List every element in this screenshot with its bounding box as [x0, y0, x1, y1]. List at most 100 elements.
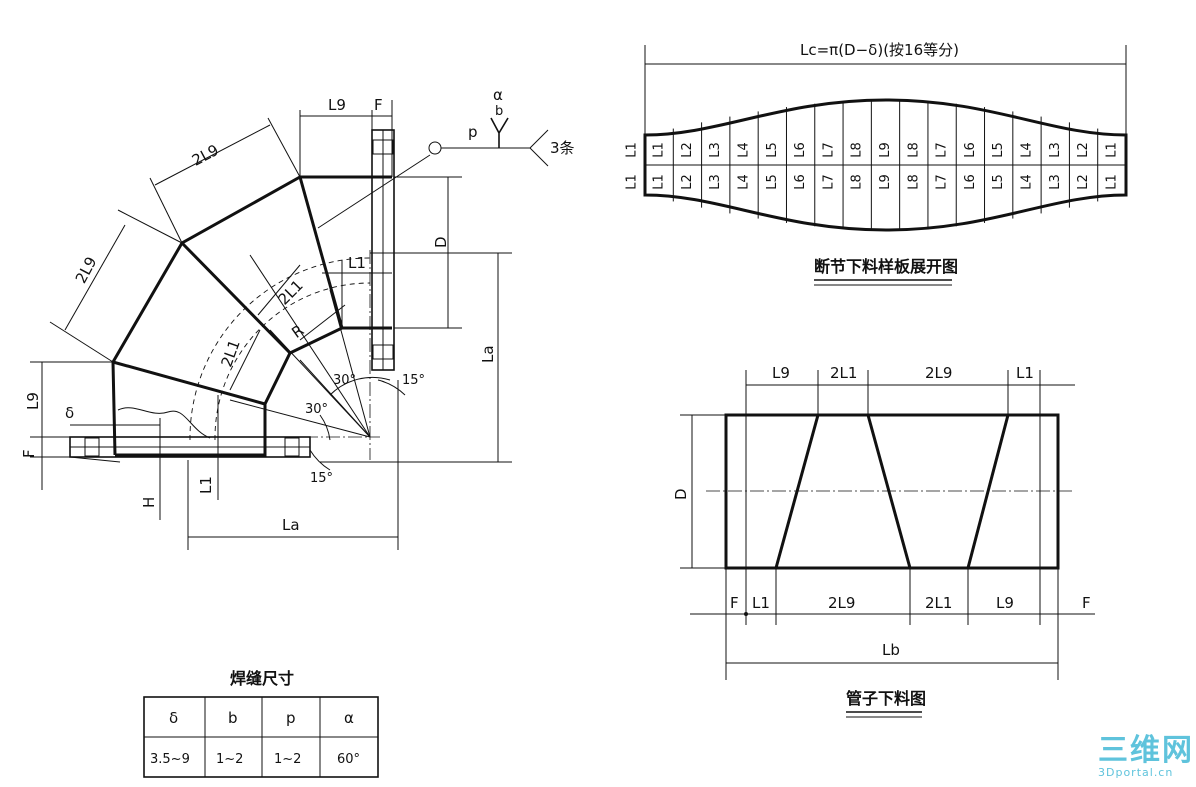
angle-15-a: 15°	[402, 373, 425, 388]
plate-divisions	[672, 100, 1099, 230]
angle-15-b: 15°	[310, 471, 333, 486]
elbow-joint-3	[298, 176, 344, 329]
bottom-dim-l1: L1	[752, 594, 770, 612]
plate-label-l4: L4	[1019, 142, 1034, 158]
elbow-joint-2	[180, 241, 292, 355]
plate-label-l5: L5	[991, 142, 1006, 158]
plate-side-label-l1: L1	[625, 142, 640, 158]
plate-label-l6: L6	[963, 142, 978, 158]
plate-label-l7: L7	[935, 142, 950, 158]
plate-label-l1: L1	[1104, 142, 1119, 158]
watermark-sub: 3Dportal.cn	[1098, 766, 1173, 779]
pipe-cut-drawing: L9 2L1 2L9 L1 D F L1 2L9 2L1 L9 F Lb 管子下…	[672, 364, 1095, 718]
plate-label-l3: L3	[1048, 174, 1063, 190]
watermark-main: 三维网	[1098, 733, 1194, 768]
dim-la-h: La	[282, 516, 300, 534]
weld-header-p: p	[286, 709, 296, 727]
plate-label-l9: L9	[878, 174, 893, 190]
plate-label-l1: L1	[652, 142, 667, 158]
weld-value-p: 1~2	[274, 752, 301, 767]
angle-30-a: 30°	[333, 373, 356, 388]
plate-label-l2: L2	[1076, 142, 1091, 158]
dim-h: H	[140, 497, 158, 508]
dim-2l9-top: 2L9	[189, 141, 222, 170]
weld-b: b	[495, 104, 503, 119]
pipe-cut-title: 管子下料图	[846, 689, 926, 708]
break-line	[117, 407, 211, 439]
elbow-joint-1	[112, 360, 266, 406]
plate-label-l9: L9	[878, 142, 893, 158]
plate-label-l7: L7	[935, 174, 950, 190]
top-dim-2l1: 2L1	[830, 364, 857, 382]
weld-value-b: 1~2	[216, 752, 243, 767]
plate-label-l8: L8	[850, 142, 865, 158]
weld-value-delta: 3.5~9	[150, 752, 190, 767]
weld-size-table: 焊缝尺寸 δ b p α 3.5~9 1~2 1~2 60°	[143, 669, 379, 778]
plate-label-l5: L5	[765, 174, 780, 190]
cut-line-2	[866, 414, 912, 569]
plate-label-l8: L8	[906, 142, 921, 158]
plate-label-l6: L6	[793, 174, 808, 190]
pipe-dim-lb: Lb	[882, 641, 900, 659]
pipe-dim-d: D	[672, 488, 690, 500]
plate-label-l8: L8	[906, 174, 921, 190]
plate-label-l3: L3	[1048, 142, 1063, 158]
plate-label-l7: L7	[821, 142, 836, 158]
bottom-dim-l9: L9	[996, 594, 1014, 612]
angle-30-b: 30°	[305, 402, 328, 417]
dim-d: D	[432, 236, 450, 248]
dim-l9-top: L9	[328, 96, 346, 114]
dim-l9-left: L9	[24, 392, 42, 410]
dim-f-top: F	[374, 96, 383, 114]
plate-label-l1: L1	[652, 174, 667, 190]
weld-p: p	[468, 123, 478, 141]
plate-label-l4: L4	[737, 174, 752, 190]
bottom-dim-2l9: 2L9	[828, 594, 855, 612]
dim-l1-top: L1	[348, 254, 366, 272]
elbow-drawing: L9 F 2L9 2L9 D La La L1 2L1 2L1 R L9 F δ…	[20, 86, 575, 550]
top-dim-l1: L1	[1016, 364, 1034, 382]
dim-2l1-a: 2L1	[275, 276, 307, 308]
plate-label-l2: L2	[1076, 174, 1091, 190]
top-dim-l9: L9	[772, 364, 790, 382]
lc-formula: Lc=π(D−δ)(按16等分)	[800, 41, 959, 59]
bottom-dim-2l1: 2L1	[925, 594, 952, 612]
pipe-outline	[724, 413, 1060, 570]
plate-label-l3: L3	[708, 142, 723, 158]
blank-plate-title: 断节下料样板展开图	[814, 257, 958, 276]
plate-side-label-l1: L1	[625, 174, 640, 190]
dim-2l1-b: 2L1	[217, 337, 243, 369]
top-dim-2l9: 2L9	[925, 364, 952, 382]
plate-label-l5: L5	[765, 142, 780, 158]
plate-label-l5: L5	[991, 174, 1006, 190]
plate-label-l1: L1	[1104, 174, 1119, 190]
cut-line-3	[966, 414, 1010, 569]
weld-value-alpha: 60°	[337, 752, 360, 767]
dim-la-v: La	[479, 345, 497, 363]
elbow-inner-contour	[115, 326, 392, 457]
weld-alpha: α	[493, 86, 503, 104]
cut-line-1	[774, 414, 820, 569]
bottom-dim-f-right: F	[1082, 594, 1091, 612]
bend-center-arc	[189, 257, 371, 441]
weld-table-title: 焊缝尺寸	[230, 669, 294, 688]
blank-outline	[643, 98, 1128, 232]
plate-label-l2: L2	[680, 174, 695, 190]
bottom-dim-f-left: F	[730, 594, 739, 612]
weld-header-delta: δ	[169, 709, 178, 727]
weld-count: 3条	[550, 139, 575, 157]
dim-2l9-left: 2L9	[72, 254, 101, 287]
plate-label-l6: L6	[963, 174, 978, 190]
weld-header-alpha: α	[344, 709, 354, 727]
dim-r: R	[288, 321, 307, 342]
dim-delta: δ	[65, 404, 74, 422]
plate-label-l6: L6	[793, 142, 808, 158]
weld-header-b: b	[228, 709, 238, 727]
plate-label-l8: L8	[850, 174, 865, 190]
plate-label-l4: L4	[1019, 174, 1034, 190]
dim-f-left: F	[20, 449, 38, 458]
plate-label-l3: L3	[708, 174, 723, 190]
